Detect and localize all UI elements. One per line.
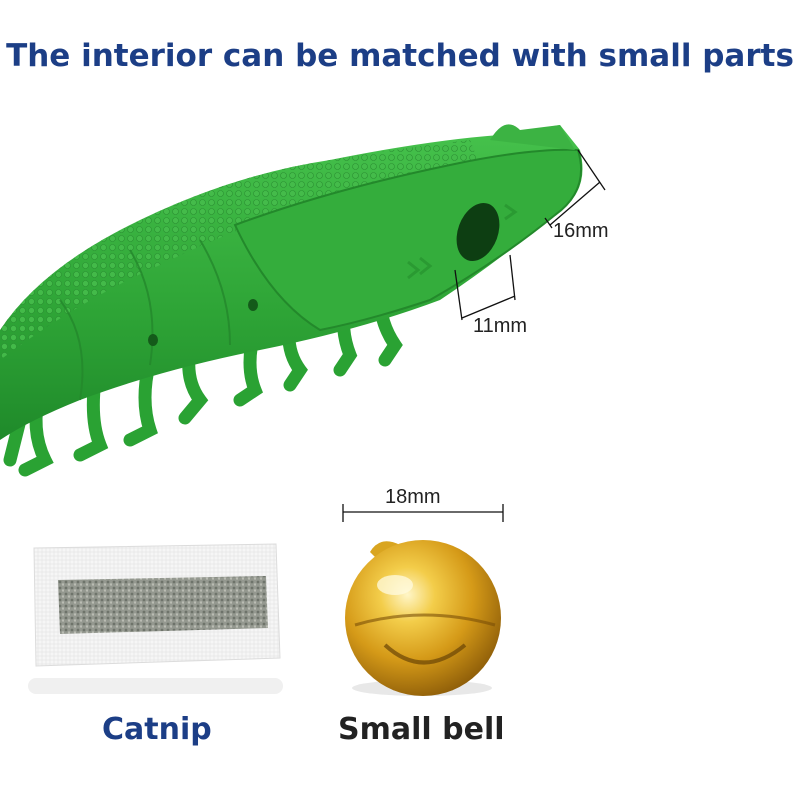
golden-bell-image [345, 540, 501, 696]
page-title: The interior can be matched with small p… [6, 38, 794, 74]
bell-dimension-label: 18mm [385, 486, 441, 508]
catnip-pouch-image [28, 543, 283, 694]
green-toy-image [0, 124, 606, 477]
catnip-caption: Catnip [102, 712, 212, 747]
toy-bumps [0, 140, 480, 360]
bell-caption: Small bell [338, 712, 505, 747]
width-dimension-label: 16mm [553, 220, 609, 242]
dimension-lines [454, 149, 606, 321]
height-dimension-label: 11mm [473, 315, 528, 337]
bell-dimension-line [342, 504, 504, 522]
toy-head-plate [233, 148, 583, 332]
